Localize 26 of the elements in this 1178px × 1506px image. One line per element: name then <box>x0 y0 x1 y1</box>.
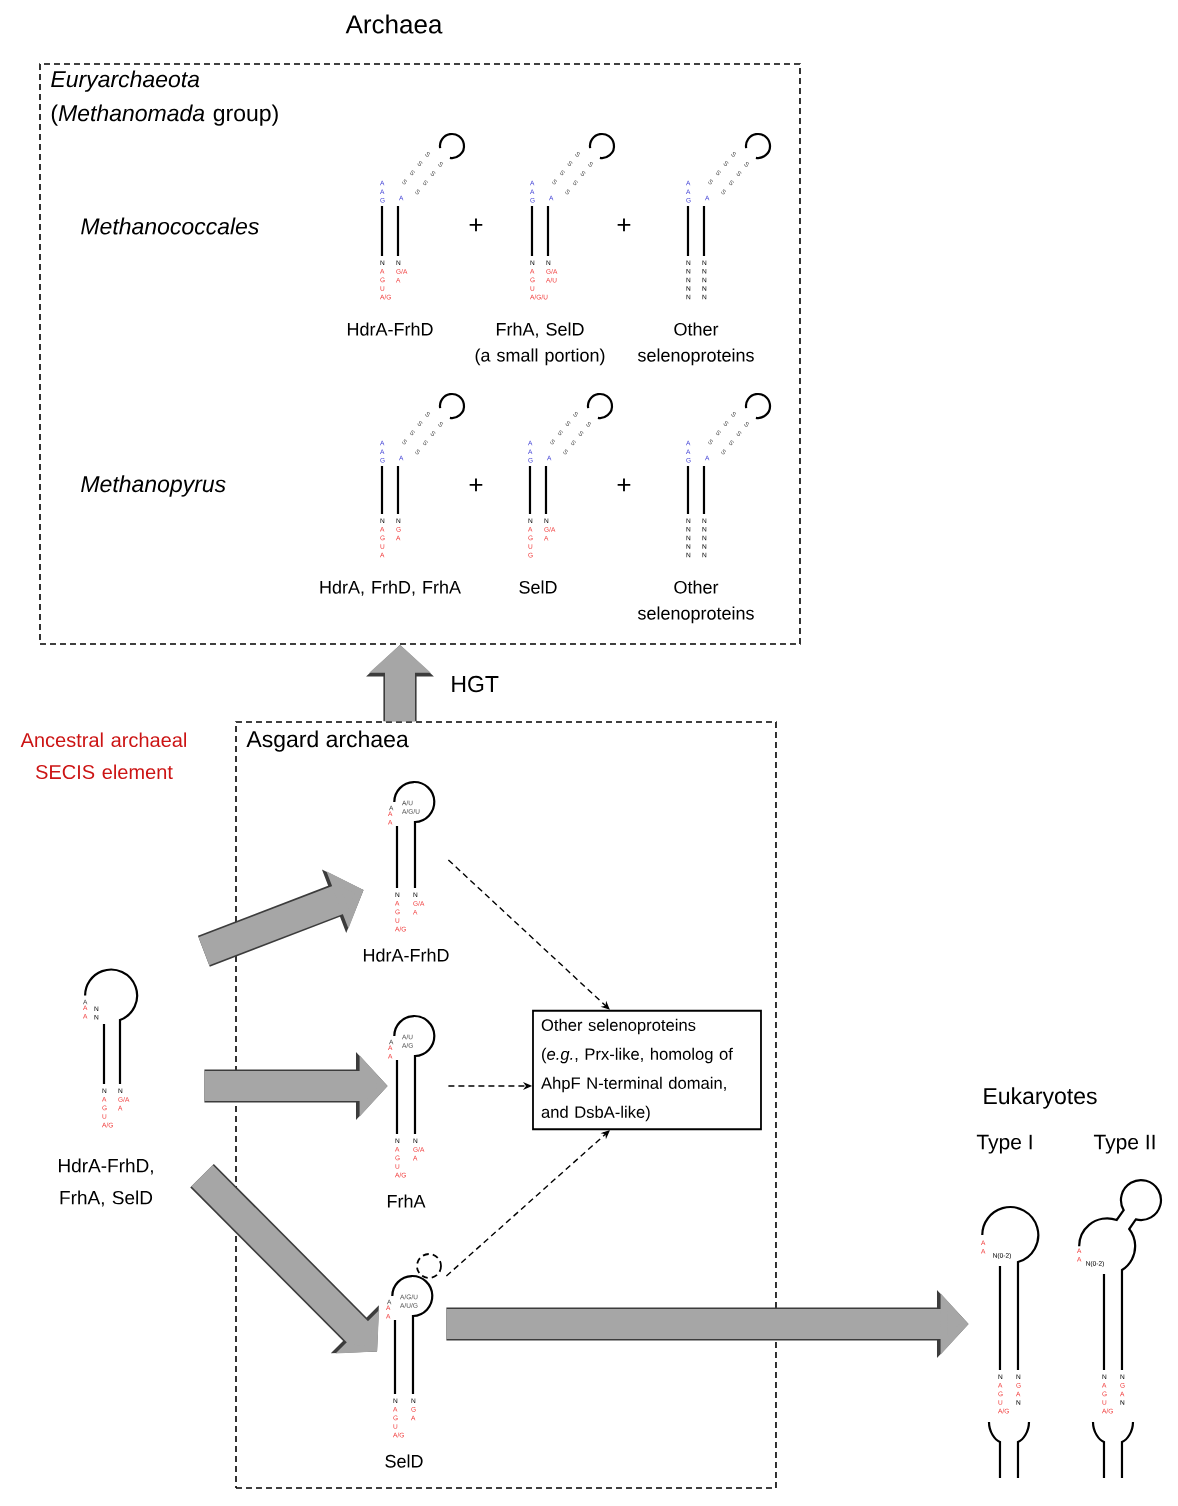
node-label: FrhA, SelD (a small portion) <box>475 322 605 366</box>
row-label: Methanopyrus <box>81 475 226 497</box>
heading: Ancestral archaeal SECIS element <box>20 732 186 780</box>
dashed-arrow <box>447 859 610 1010</box>
edge-label: HGT <box>452 675 499 693</box>
block-arrow <box>190 1164 380 1354</box>
node-label: SelD <box>385 1454 423 1468</box>
plus-sign: + <box>469 478 483 492</box>
plus-sign: + <box>469 218 483 232</box>
node-label: HdrA-FrhD <box>347 322 433 336</box>
plus-sign: + <box>617 478 631 492</box>
node-label: HdrA-FrhD <box>363 948 449 962</box>
node-label: FrhA <box>387 1194 426 1208</box>
node-label: HdrA, FrhD, FrhA <box>320 580 461 596</box>
plus-sign: + <box>617 218 631 232</box>
node-label: Type II <box>1093 1134 1155 1154</box>
node-label: Other selenoproteins <box>637 580 754 624</box>
text-box: Other selenoproteins (e.g., Prx-like, homolog of AhpF N-terminal domain, and DsbA-like) <box>532 1009 762 1131</box>
row-label: Methanococcales <box>81 217 259 235</box>
node-label: Type I <box>976 1134 1032 1154</box>
node-label: SelD <box>519 580 557 594</box>
heading: Eukaryotes <box>984 1087 1097 1109</box>
dashed-arrow <box>445 1130 610 1277</box>
heading: Archaea <box>345 14 443 34</box>
node-label: HdrA-FrhD, FrhA, SelD <box>59 1158 153 1207</box>
node-label: Other selenoproteins <box>637 322 754 366</box>
